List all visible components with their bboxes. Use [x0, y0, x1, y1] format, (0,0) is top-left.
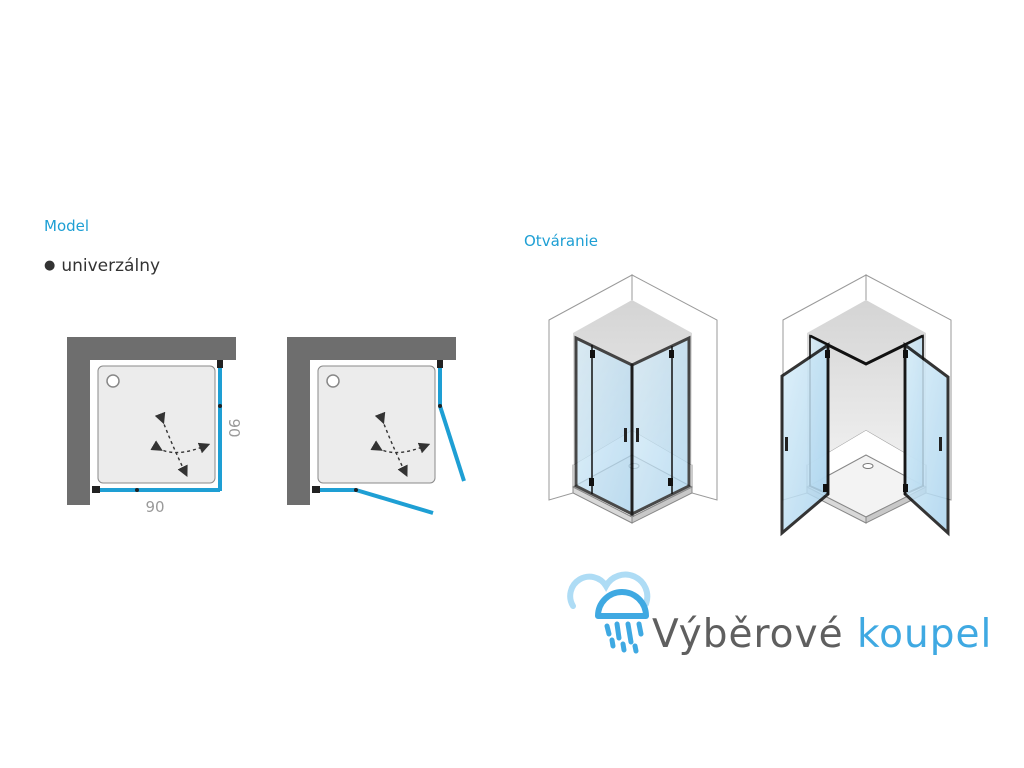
- dimension-depth-label: 90: [225, 418, 243, 437]
- opening-heading: Otváranie: [524, 232, 599, 250]
- iso-view-open: [780, 274, 952, 537]
- door-handle-icon: [939, 437, 942, 451]
- wall-profile-icon: [437, 360, 443, 368]
- wall-profile-icon: [92, 486, 100, 493]
- door-handle-icon: [624, 428, 627, 442]
- dimension-width-label: 90: [145, 498, 164, 516]
- wall-profile-icon: [312, 486, 320, 493]
- hinge-icon: [438, 404, 442, 408]
- hinge-icon: [218, 404, 222, 408]
- model-item-label: univerzálny: [61, 256, 161, 276]
- logo-word-secondary: koupel: [856, 612, 993, 657]
- glass-door-front-open: [355, 488, 434, 515]
- logo-word-primary: Výběrové: [652, 612, 844, 657]
- hinge-icon: [354, 488, 358, 492]
- glass-door-right: [630, 335, 691, 517]
- plan-view-open: [287, 337, 466, 515]
- door-handle-icon: [785, 437, 788, 451]
- drain-icon: [106, 374, 120, 388]
- corner-wall: [287, 337, 456, 505]
- glass-door-right-open: [903, 342, 950, 537]
- plan-view-closed: 90 90: [67, 337, 243, 516]
- bullet-icon: ●: [44, 258, 56, 273]
- door-handle-icon: [636, 428, 639, 442]
- wall-profile-icon: [217, 360, 223, 368]
- glass-door-left: [574, 335, 634, 517]
- logo-wordmark: Výběrové koupel: [652, 612, 992, 657]
- model-item: ● univerzálny: [44, 256, 160, 276]
- glass-door-right-open: [438, 405, 466, 482]
- corner-wall: [67, 337, 236, 505]
- hinge-icon: [135, 488, 139, 492]
- logo-shower-cloud-icon: [567, 571, 651, 654]
- drain-icon: [326, 374, 340, 388]
- iso-view-closed: [548, 274, 718, 524]
- model-heading: Model: [44, 217, 90, 235]
- glass-door-left-open: [780, 342, 830, 537]
